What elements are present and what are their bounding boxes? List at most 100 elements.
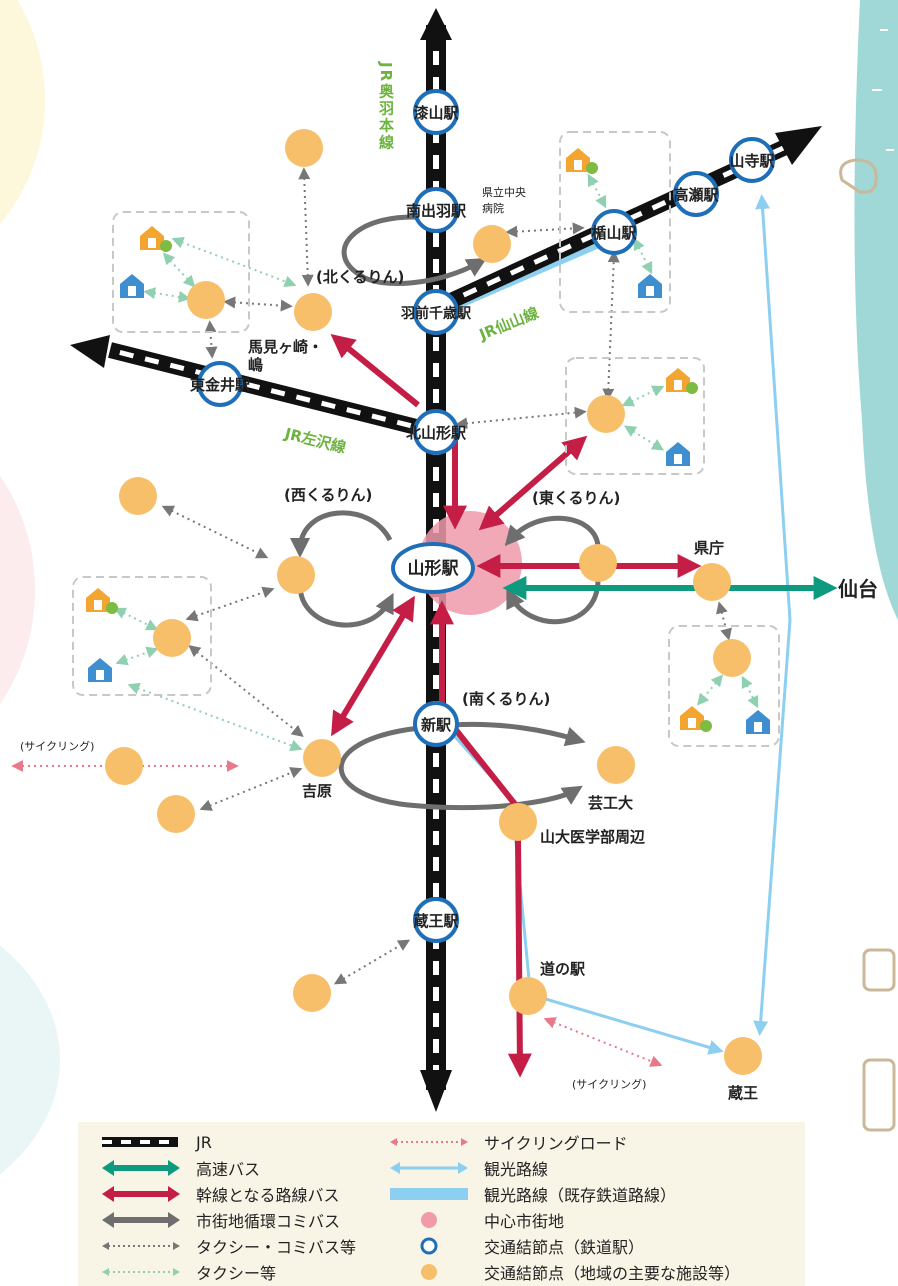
label-north-loop: (北くるりん) bbox=[316, 268, 404, 286]
label-senzan-line: JR仙山線 bbox=[476, 304, 541, 344]
legend-label: 交通結節点（鉄道駅） bbox=[484, 1238, 645, 1257]
label-kenritsu-l1: 県立中央 bbox=[482, 185, 526, 199]
community-bus-symbol bbox=[102, 1212, 180, 1228]
label-hazenchitose: 羽前千歳駅 bbox=[401, 305, 472, 322]
facility-node bbox=[579, 544, 617, 582]
label-west-loop: (西くるりん) bbox=[284, 486, 372, 504]
legend-label: 観光路線 bbox=[484, 1160, 549, 1179]
label-cycling-bottom: (サイクリング) bbox=[572, 1077, 646, 1091]
legend-item-tourist-rail: 観光路線（既存鉄道路線） bbox=[388, 1181, 676, 1207]
facility-node bbox=[293, 974, 331, 1012]
label-kencho: 県庁 bbox=[694, 539, 724, 557]
facility-node bbox=[105, 747, 143, 785]
legend-item-community-bus: 市街地循環コミバス bbox=[100, 1207, 340, 1233]
station-zao bbox=[413, 897, 459, 943]
label-tateyama: 楯山駅 bbox=[591, 224, 637, 242]
jr-line-symbol bbox=[102, 1137, 178, 1147]
legend-item-express-bus: 高速バス bbox=[100, 1155, 260, 1181]
taxi-combus-symbol bbox=[102, 1242, 180, 1250]
cycling-road-symbol bbox=[390, 1138, 468, 1146]
label-cycling-left: (サイクリング) bbox=[20, 739, 94, 753]
legend-item-taxi: タクシー等 bbox=[100, 1259, 276, 1285]
facility-node bbox=[724, 1037, 762, 1075]
label-kitayamagata: 北山形駅 bbox=[406, 424, 467, 442]
label-urushiyama: 漆山駅 bbox=[413, 104, 459, 122]
facility-node bbox=[597, 746, 635, 784]
facility-node bbox=[153, 619, 191, 657]
house-garden-icon bbox=[140, 226, 172, 252]
label-mamigasaki-l1: 馬見ヶ崎・ bbox=[248, 338, 323, 356]
city-center-symbol bbox=[421, 1212, 437, 1228]
rail-node-symbol bbox=[420, 1237, 438, 1255]
area-boxes bbox=[72, 131, 780, 747]
house-icon bbox=[120, 274, 144, 298]
facility-node bbox=[119, 477, 157, 515]
label-south-loop: (南くるりん) bbox=[462, 690, 550, 708]
label-geikoudai: 芸工大 bbox=[588, 794, 633, 812]
taxi-links bbox=[113, 173, 759, 752]
rail-stations bbox=[197, 89, 775, 943]
facility-node bbox=[157, 795, 195, 833]
station-kitayamagata bbox=[413, 409, 459, 455]
legend-label: 幹線となる路線バス bbox=[196, 1186, 340, 1205]
facility-node bbox=[294, 293, 332, 331]
label-mamigasaki: 馬見ヶ崎・嶋 bbox=[248, 338, 323, 374]
background-decorations bbox=[0, 0, 898, 1175]
label-minamidewa: 南出羽駅 bbox=[406, 202, 467, 220]
facility-node bbox=[277, 556, 315, 594]
label-sendai: 仙台 bbox=[838, 577, 878, 601]
label-east-loop: (東くるりん) bbox=[532, 489, 620, 507]
legend-item-jr: JR bbox=[100, 1129, 212, 1155]
facility-node bbox=[713, 639, 751, 677]
facility-node bbox=[693, 563, 731, 601]
label-zao-place: 蔵王 bbox=[728, 1084, 758, 1102]
station-yamagata bbox=[391, 542, 475, 594]
tourist-rail-symbol bbox=[390, 1188, 468, 1200]
station-hazenchitose bbox=[413, 289, 459, 335]
label-michinoeki: 道の駅 bbox=[540, 960, 586, 978]
label-yamadai: 山大医学部周辺 bbox=[540, 828, 646, 846]
house-icon bbox=[746, 710, 770, 734]
legend-item-taxi-combus: タクシー・コミバス等 bbox=[100, 1233, 356, 1259]
legend-item-trunk-bus: 幹線となる路線バス bbox=[100, 1181, 340, 1207]
label-zao: 蔵王駅 bbox=[413, 912, 459, 930]
station-shin bbox=[413, 701, 459, 747]
label-shin: 新駅 bbox=[421, 716, 452, 734]
station-higashikanai bbox=[197, 361, 243, 407]
facility-node bbox=[187, 281, 225, 319]
facility-node-symbol bbox=[421, 1264, 437, 1280]
trunk-bus-symbol bbox=[102, 1186, 180, 1202]
label-sasazawa-line: JR左沢線 bbox=[282, 424, 348, 457]
label-yoshiwara: 吉原 bbox=[302, 782, 332, 800]
label-kenritsu-l2: 病院 bbox=[482, 201, 504, 215]
tourist-rail-lines bbox=[429, 225, 627, 567]
legend-item-tourist-route: 観光路線 bbox=[388, 1155, 548, 1181]
tourist-route-symbol bbox=[390, 1162, 468, 1174]
facility-node bbox=[499, 803, 537, 841]
station-minamidewa bbox=[413, 187, 459, 233]
house-garden-icon bbox=[666, 368, 698, 394]
legend-label: タクシー・コミバス等 bbox=[196, 1238, 357, 1257]
facility-node bbox=[509, 977, 547, 1015]
legend-label: 中心市街地 bbox=[484, 1212, 565, 1231]
legend-item-cycling-road: サイクリングロード bbox=[388, 1129, 628, 1155]
house-garden-icon bbox=[86, 588, 118, 614]
house-garden-icon bbox=[566, 148, 598, 174]
station-tateyama bbox=[591, 209, 637, 255]
legend-label: 観光路線（既存鉄道路線） bbox=[484, 1186, 677, 1205]
facility-node bbox=[473, 225, 511, 263]
label-kenritsu: 県立中央病院 bbox=[482, 185, 526, 215]
legend-label: サイクリングロード bbox=[484, 1134, 628, 1153]
facility-node bbox=[587, 395, 625, 433]
legend-label: タクシー等 bbox=[196, 1264, 277, 1283]
taxi-symbol bbox=[102, 1268, 180, 1276]
station-yamadera bbox=[729, 137, 775, 183]
house-icon bbox=[666, 442, 690, 466]
facility-node bbox=[285, 129, 323, 167]
legend-label: 市街地循環コミバス bbox=[196, 1212, 341, 1231]
label-mamigasaki-l2: 嶋 bbox=[248, 356, 263, 374]
legend-label: 交通結節点（地域の主要な施設等） bbox=[484, 1264, 741, 1283]
legend-item-city-center: 中心市街地 bbox=[388, 1207, 564, 1233]
castle-icon bbox=[839, 158, 896, 1132]
